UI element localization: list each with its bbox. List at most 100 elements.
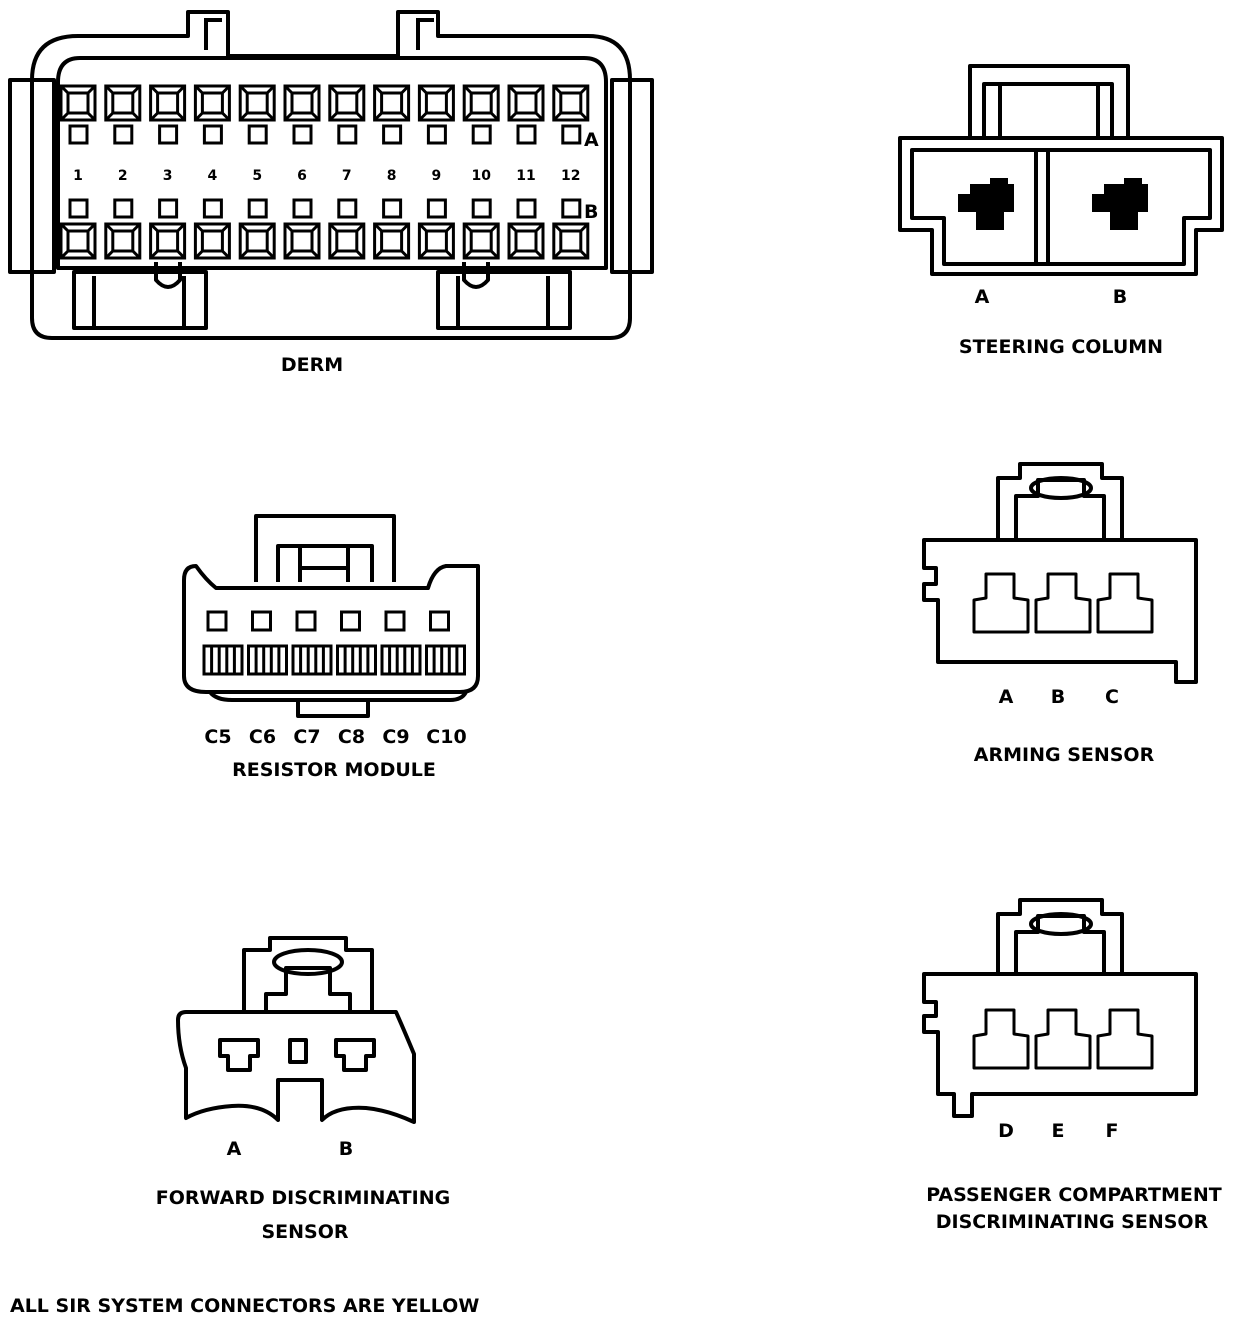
- derm-cavity-bevel: [221, 84, 231, 95]
- derm-cavity-outer: [193, 222, 231, 260]
- derm-cavity-bevel: [131, 84, 141, 95]
- derm-cavity-bevel: [59, 249, 70, 260]
- resistor-module-cavity-bottom: [336, 644, 377, 676]
- derm-cavity-bevel: [507, 111, 518, 122]
- derm-cavity-outer: [373, 222, 411, 260]
- derm-cavity-outer: [104, 84, 142, 122]
- derm-terminal: [426, 198, 447, 219]
- derm-cavity-bevel: [463, 249, 473, 260]
- derm-cavity-outer: [417, 222, 455, 260]
- derm-terminal: [516, 124, 537, 145]
- derm-pin-number: 11: [516, 168, 535, 184]
- arming-sensor-latch-ring: [1029, 476, 1093, 500]
- derm-pin-number: 6: [297, 168, 307, 184]
- derm-cavity-bevel: [552, 249, 562, 260]
- footer-note: ALL SIR SYSTEM CONNECTORS ARE YELLOW: [10, 1295, 479, 1317]
- derm-cavity-bevel: [579, 84, 589, 95]
- derm-cavity-bevel: [534, 84, 545, 95]
- derm-cavity-bevel: [507, 249, 518, 260]
- derm-cavity-bevel: [310, 111, 321, 122]
- derm-cavity-bevel: [373, 84, 383, 95]
- derm-cavity-bevel: [490, 222, 500, 233]
- derm-cavity-inner: [559, 229, 583, 253]
- resistor-module-cavity: [425, 610, 466, 676]
- resistor-module-key: [296, 698, 370, 718]
- derm-terminal: [202, 198, 223, 219]
- derm-pin-number: 3: [163, 168, 173, 184]
- derm-cavity: [283, 84, 321, 122]
- derm-cavity-bevel: [373, 249, 383, 260]
- derm-cavity-bevel: [149, 222, 159, 233]
- derm-cavity-inner: [200, 91, 224, 115]
- derm-cavity-inner: [380, 229, 404, 253]
- resistor-module-connector: [182, 514, 480, 718]
- derm-cavity-inner: [559, 91, 583, 115]
- derm-cavity-inner: [290, 91, 314, 115]
- derm-cavity-outer: [283, 84, 321, 122]
- derm-cavity: [462, 222, 500, 260]
- derm-pin-number: 7: [342, 168, 352, 184]
- derm-cavity-outer: [552, 84, 590, 122]
- derm-terminal: [247, 198, 268, 219]
- derm-cavity-bevel: [552, 84, 562, 95]
- derm-pin-number: 4: [208, 168, 218, 184]
- derm-pin-number: 1: [73, 168, 83, 184]
- derm-cavity-bevel: [221, 222, 231, 233]
- derm-cavity-bevel: [534, 249, 545, 260]
- derm-cavity-bevel: [373, 222, 383, 233]
- derm-cavity-bevel: [86, 222, 97, 233]
- derm-cavity-bevel: [176, 84, 186, 95]
- derm-terminal: [68, 198, 89, 219]
- derm-terminal: [382, 198, 403, 219]
- resistor-module-cavity-bottom: [291, 644, 333, 676]
- derm-cavity-outer: [328, 222, 366, 260]
- derm-cavity-bevel: [310, 249, 321, 260]
- derm-left-ear: [8, 78, 56, 274]
- steering-column-inner: [910, 148, 1212, 266]
- derm-cavity-bevel: [463, 111, 473, 122]
- derm-terminal: [247, 124, 268, 145]
- derm-cavity: [283, 222, 321, 260]
- derm-title: DERM: [281, 354, 343, 376]
- derm-cavity-bevel: [400, 249, 410, 260]
- resistor-module-pin-label: C6: [249, 726, 276, 748]
- derm-terminal: [113, 124, 134, 145]
- derm-cavity-bevel: [418, 249, 428, 260]
- passenger-sensor-cavity: [972, 1008, 1030, 1070]
- forward-sensor-title-line2: SENSOR: [261, 1221, 348, 1243]
- derm-cavity-bevel: [149, 249, 159, 260]
- derm-cavity-bevel: [86, 84, 97, 95]
- derm-pin-number: 12: [561, 168, 580, 184]
- derm-pin-number: 8: [387, 168, 397, 184]
- derm-cavity-bevel: [239, 249, 249, 260]
- derm-cavity-bevel: [579, 111, 589, 122]
- derm-cavity-bevel: [373, 111, 383, 122]
- derm-cavity-bevel: [400, 111, 410, 122]
- derm-cavity-bevel: [552, 222, 562, 233]
- derm-cavity-inner: [514, 229, 538, 253]
- derm-cavity-bevel: [149, 84, 159, 95]
- derm-cavity-bevel: [131, 222, 141, 233]
- arming-sensor-title: ARMING SENSOR: [974, 744, 1155, 766]
- derm-cavity-bevel: [445, 84, 455, 95]
- derm-cavity-bevel: [176, 222, 186, 233]
- resistor-module-cavity-top: [384, 610, 406, 632]
- arming-sensor-body: [922, 538, 1198, 684]
- derm-cavity-bevel: [221, 111, 231, 122]
- derm-cavity-bevel: [239, 84, 249, 95]
- passenger-sensor-cavity: [1096, 1008, 1154, 1070]
- steering-column-pin-a: A: [975, 286, 990, 308]
- derm-terminal: [382, 124, 403, 145]
- derm-cavity-bevel: [328, 111, 338, 122]
- derm-cavity: [462, 84, 500, 122]
- steering-column-terminal-a: [958, 178, 1014, 230]
- derm-cavity-outer: [552, 222, 590, 260]
- derm-terminal: [516, 198, 537, 219]
- derm-terminals: [59, 84, 590, 260]
- derm-cavity-bevel: [579, 222, 589, 233]
- forward-sensor-center-key: [288, 1038, 308, 1064]
- forward-sensor-pin-a: A: [227, 1138, 242, 1160]
- steering-column-terminal-b: [1092, 178, 1148, 230]
